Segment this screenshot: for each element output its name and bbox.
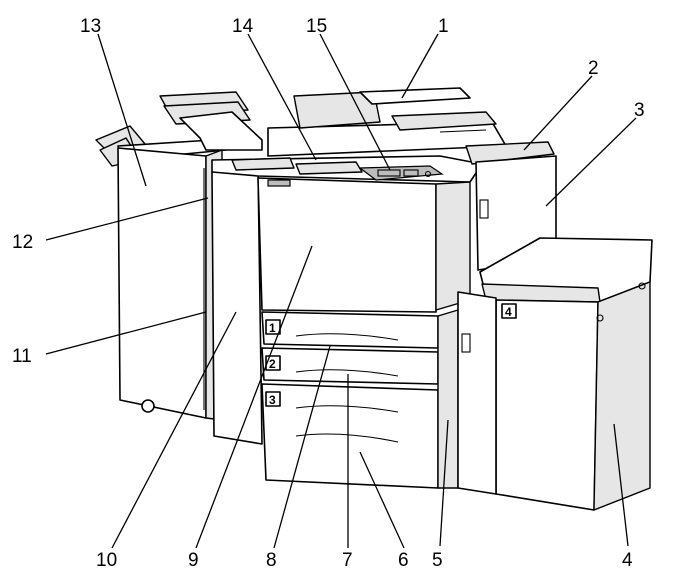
leader-6 xyxy=(359,451,405,549)
feeder-cover xyxy=(293,91,381,129)
leader-10 xyxy=(111,311,237,549)
callout-2: 2 xyxy=(588,58,599,79)
leader-9 xyxy=(195,245,313,549)
tray-side-column xyxy=(437,309,459,489)
paper-tray-1 xyxy=(261,311,439,349)
callout-5: 5 xyxy=(432,550,443,571)
tray-1-handle[interactable] xyxy=(295,333,399,341)
sorter-body xyxy=(179,111,263,151)
output-tray-area xyxy=(231,157,295,171)
svg-text:4: 4 xyxy=(505,305,512,319)
callout-3: 3 xyxy=(634,100,645,121)
leader-4 xyxy=(613,423,629,547)
leader-14 xyxy=(247,33,317,161)
tray-2-handle[interactable] xyxy=(295,369,399,377)
sorter-trays xyxy=(159,91,263,151)
leader-2 xyxy=(523,75,593,151)
lcc-latch[interactable] xyxy=(461,333,471,353)
main-left-panel xyxy=(211,167,263,445)
svg-text:3: 3 xyxy=(269,393,276,407)
touch-panel xyxy=(295,161,363,175)
leader-1 xyxy=(401,33,439,99)
paper-trays: 1 2 3 xyxy=(261,311,439,489)
lcc-side xyxy=(593,281,651,511)
main-body: 1 2 3 xyxy=(211,155,483,489)
right-side-latch[interactable] xyxy=(479,199,489,219)
finisher xyxy=(95,125,227,421)
callout-10: 10 xyxy=(96,550,117,571)
callout-7: 7 xyxy=(342,550,353,571)
callout-1: 1 xyxy=(438,16,449,37)
tray-label-1: 1 xyxy=(265,319,281,335)
callout-9: 9 xyxy=(188,550,199,571)
manual-bypass-tray[interactable] xyxy=(465,141,555,165)
tray-label-4: 4 xyxy=(501,303,517,319)
leader-13 xyxy=(97,33,147,187)
document-feeder xyxy=(267,87,507,157)
callout-8: 8 xyxy=(266,550,277,571)
feeder-output-tray[interactable] xyxy=(391,111,497,131)
paper-tray-3 xyxy=(261,383,439,489)
callout-11: 11 xyxy=(12,346,32,367)
finisher-caster xyxy=(141,399,155,413)
lcc-left-panel xyxy=(457,291,497,495)
leader-3 xyxy=(545,117,637,207)
tray-label-2: 2 xyxy=(265,355,281,371)
callout-15: 15 xyxy=(306,16,327,37)
svg-text:1: 1 xyxy=(269,321,276,335)
paper-tray-2 xyxy=(261,347,439,385)
leader-11 xyxy=(45,311,207,355)
front-door-handle xyxy=(267,179,291,187)
callout-4: 4 xyxy=(622,550,633,571)
leader-5 xyxy=(439,419,449,547)
large-capacity-cassette: 4 xyxy=(457,237,653,511)
main-right-side xyxy=(435,181,471,311)
callout-labels: 1 2 3 4 5 6 7 8 9 10 11 12 13 14 15 xyxy=(12,16,645,571)
control-panel-keys xyxy=(377,169,432,178)
leader-12 xyxy=(45,197,209,241)
finisher-front xyxy=(117,147,207,419)
callout-13: 13 xyxy=(80,16,101,37)
callout-14: 14 xyxy=(232,16,254,37)
leader-8 xyxy=(273,345,331,549)
feeder-input-tray[interactable] xyxy=(359,87,471,105)
callout-12: 12 xyxy=(12,232,33,253)
lcc-front xyxy=(495,299,599,511)
callout-6: 6 xyxy=(398,550,409,571)
front-door xyxy=(257,177,437,313)
tray-label-3: 3 xyxy=(265,391,281,407)
tray-3-handle[interactable] xyxy=(295,405,399,413)
leader-lines xyxy=(45,33,637,549)
svg-text:2: 2 xyxy=(269,357,276,371)
leader-15 xyxy=(319,33,391,171)
